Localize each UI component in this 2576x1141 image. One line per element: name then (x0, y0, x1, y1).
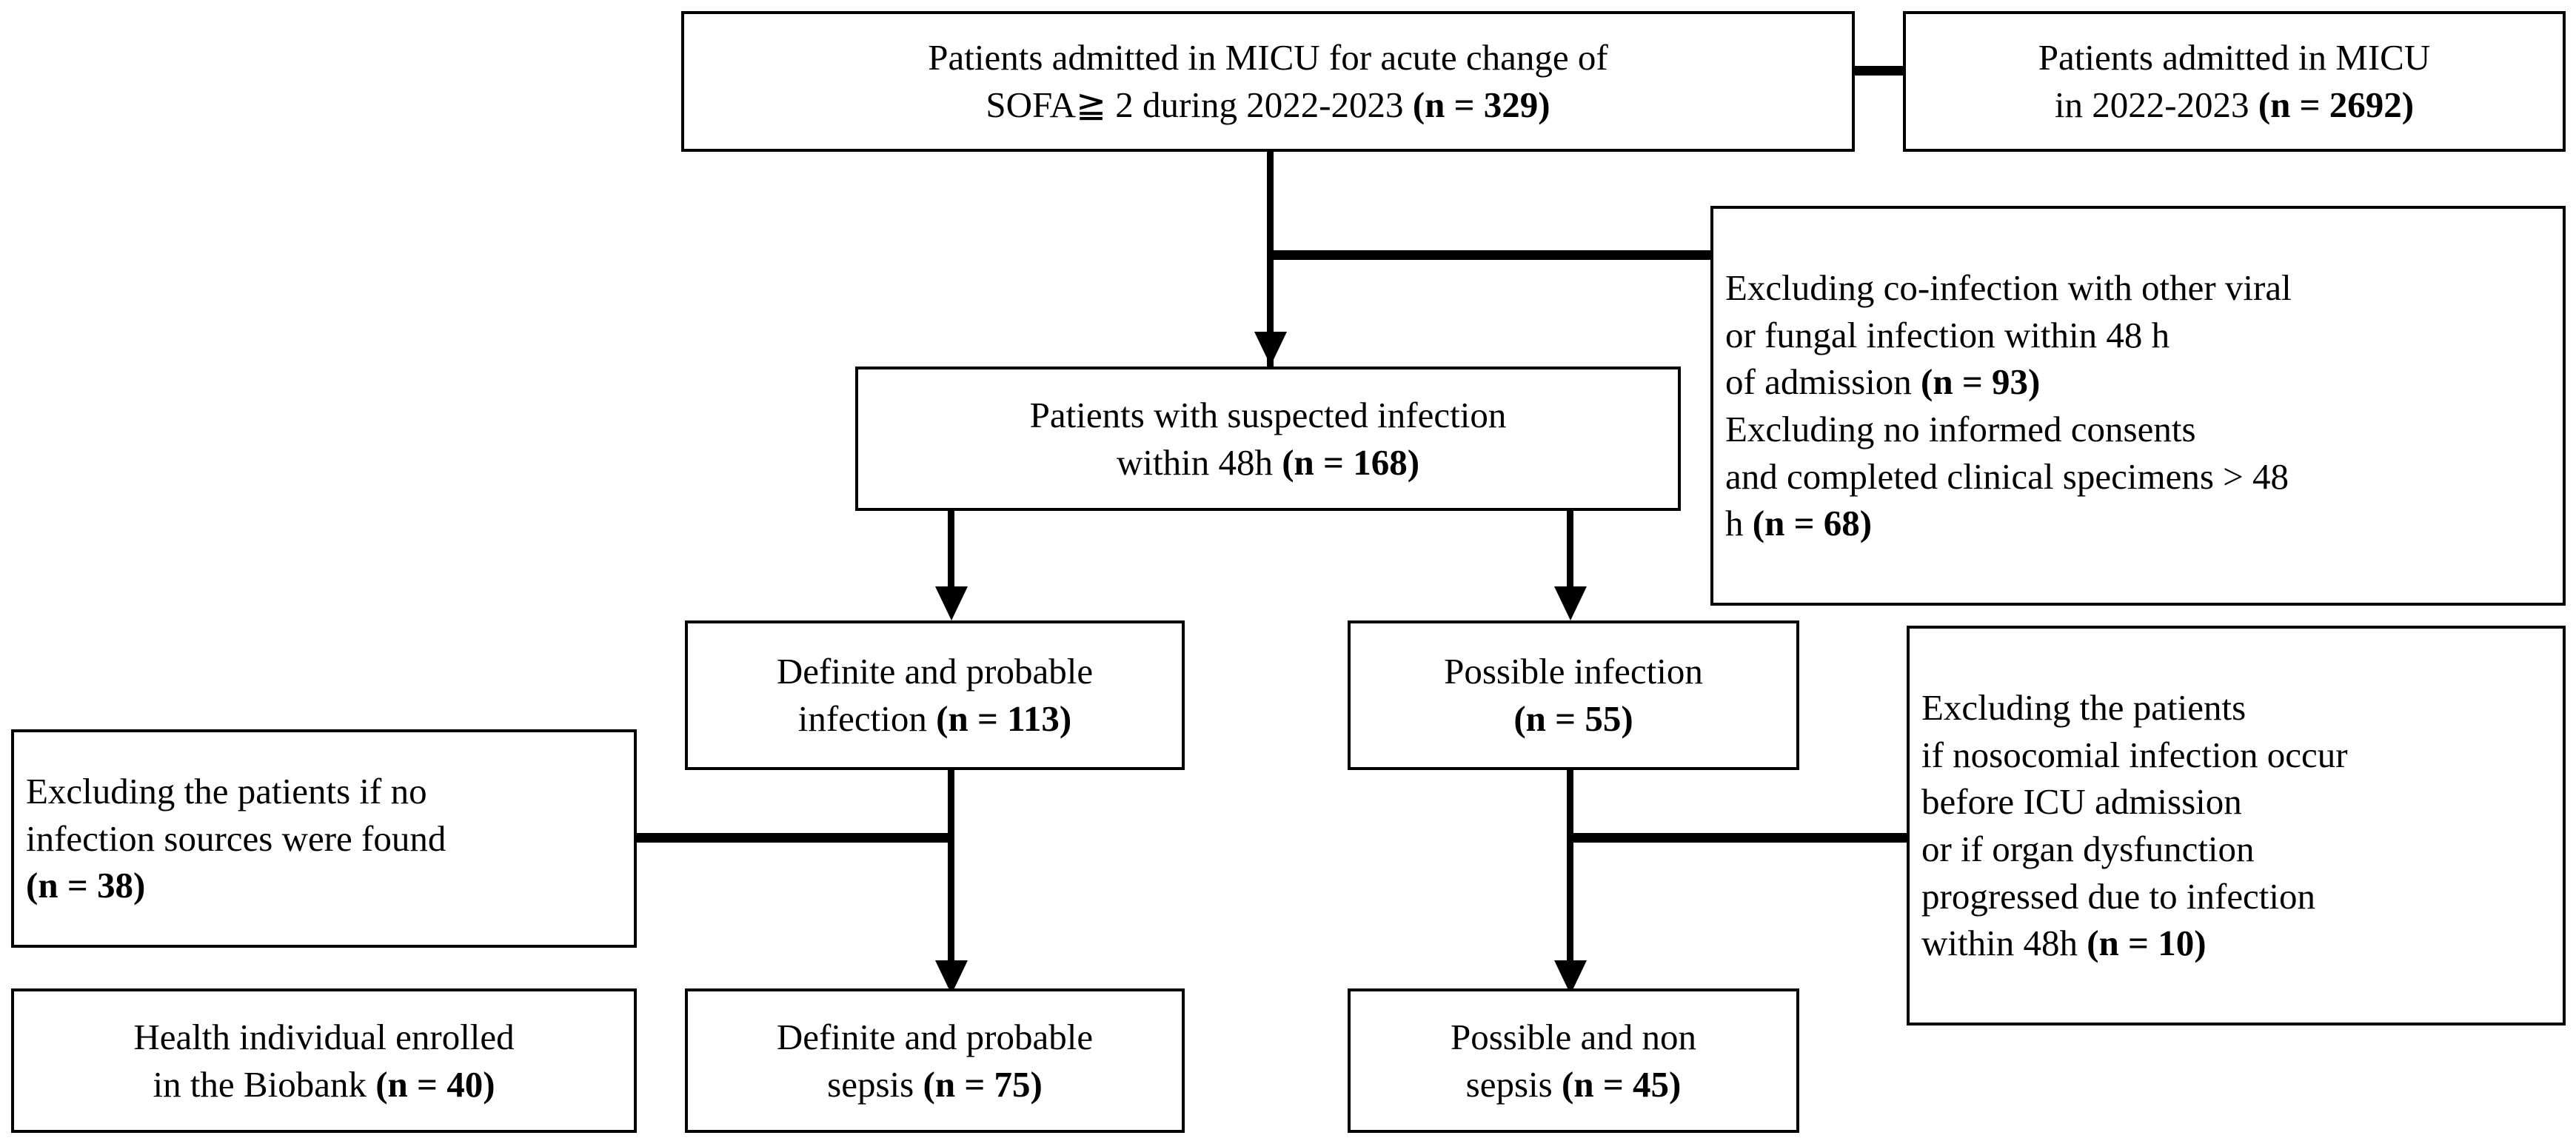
node-exclusion-coinfection-consent: Excluding co-infection with other viral … (1710, 206, 2566, 606)
exclusion1-line6: h (n = 68) (1725, 503, 1873, 544)
node-micu-sofa-line2: SOFA≧ 2 during 2022-2023 (n = 329) (986, 84, 1550, 125)
node-definite-probable-infection: Definite and probable infection (n = 113… (685, 620, 1185, 770)
connector-exclusion-no-source-line (637, 833, 954, 843)
node-exclusion-no-infection-source: Excluding the patients if no infection s… (11, 729, 637, 948)
connector-suspected-to-definite-line (948, 511, 954, 592)
exclusion1-line2: or fungal infection within 48 h (1725, 314, 2170, 355)
node-micu-sofa-cohort: Patients admitted in MICU for acute chan… (681, 11, 1855, 152)
exclusion2-line1: Excluding the patients if no (26, 770, 427, 812)
definite-infection-line2: infection (n = 113) (797, 698, 1072, 739)
node-micu-all-line2: in 2022-2023 (n = 2692) (2054, 84, 2415, 125)
node-healthy-biobank: Health individual enrolled in the Bioban… (11, 988, 637, 1133)
node-micu-sofa-line1: Patients admitted in MICU for acute chan… (928, 37, 1608, 78)
exclusion3-line1: Excluding the patients (1921, 686, 2247, 728)
exclusion3-line2: if nosocomial infection occur (1921, 734, 2348, 775)
connector-definite-infection-to-sepsis-line (948, 770, 954, 966)
exclusion1-line1: Excluding co-infection with other viral (1725, 267, 2292, 308)
connector-possible-infection-to-sepsis-line (1567, 770, 1573, 966)
connector-sofa-to-exclusion1-line (1267, 250, 1712, 260)
suspected-line2: within 48h (n = 168) (1116, 441, 1420, 483)
node-micu-all-admissions: Patients admitted in MICU in 2022-2023 (… (1903, 11, 2566, 152)
node-micu-all-line1: Patients admitted in MICU (2038, 37, 2431, 78)
exclusion3-line3: before ICU admission (1921, 781, 2242, 823)
node-suspected-infection: Patients with suspected infection within… (855, 367, 1681, 511)
node-definite-probable-sepsis: Definite and probable sepsis (n = 75) (685, 988, 1185, 1133)
exclusion3-line4: or if organ dysfunction (1921, 829, 2255, 869)
node-possible-non-sepsis: Possible and non sepsis (n = 45) (1348, 988, 1799, 1133)
possible-infection-line2: (n = 55) (1513, 698, 1633, 739)
exclusion3-line5: progressed due to infection (1921, 875, 2316, 917)
connector-sofa-to-suspected-arrowhead (1254, 332, 1287, 366)
definite-sepsis-line1: Definite and probable (776, 1016, 1094, 1057)
exclusion1-line3: of admission (n = 93) (1725, 361, 2041, 403)
connector-exclusion-nosocomial-line (1567, 833, 1910, 843)
node-possible-infection: Possible infection (n = 55) (1348, 620, 1799, 770)
exclusion3-line6: within 48h (n = 10) (1921, 923, 2207, 964)
connector-suspected-to-definite-arrowhead (935, 586, 968, 620)
connector-suspected-to-possible-line (1567, 511, 1573, 592)
healthy-biobank-line1: Health individual enrolled (133, 1016, 515, 1057)
possible-non-sepsis-line1: Possible and non (1450, 1016, 1697, 1057)
node-exclusion-nosocomial: Excluding the patients if nosocomial inf… (1907, 626, 2566, 1025)
definite-sepsis-line2: sepsis (n = 75) (827, 1063, 1043, 1105)
connector-admissions-to-sofa-line (1855, 66, 1907, 76)
exclusion1-line5: and completed clinical specimens > 48 (1725, 455, 2289, 497)
possible-infection-line1: Possible infection (1444, 651, 1703, 692)
exclusion2-line3: (n = 38) (26, 865, 146, 906)
exclusion1-line4: Excluding no informed consents (1725, 409, 2196, 449)
healthy-biobank-line2: in the Biobank (n = 40) (153, 1063, 495, 1105)
definite-infection-line1: Definite and probable (776, 651, 1094, 692)
exclusion2-line2: infection sources were found (26, 817, 446, 859)
connector-suspected-to-possible-arrowhead (1554, 586, 1587, 620)
suspected-line1: Patients with suspected infection (1029, 394, 1507, 435)
possible-non-sepsis-line2: sepsis (n = 45) (1465, 1063, 1682, 1105)
